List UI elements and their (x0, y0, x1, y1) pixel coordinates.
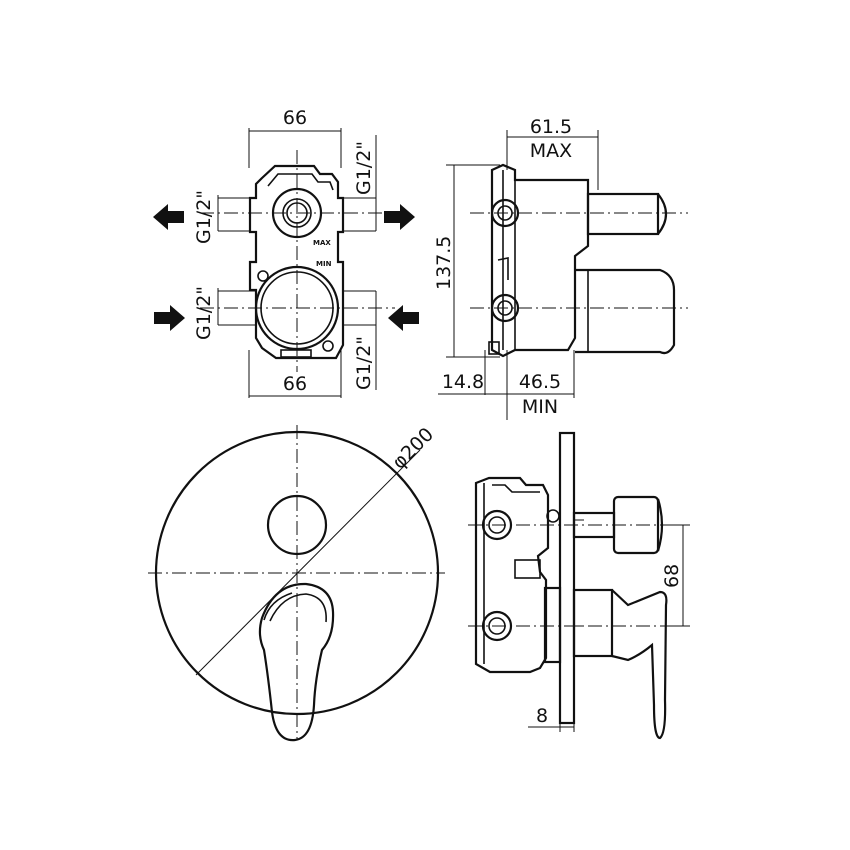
max-label: MAX (313, 239, 331, 247)
arrow-out-right-icon (384, 204, 415, 230)
arrow-out-left-icon (153, 204, 184, 230)
dim-diameter: φ200 (388, 423, 438, 473)
thread-upper-left: G1/2" (193, 190, 215, 244)
side-view-installed: 68 8 (468, 431, 690, 740)
dim-spacing: 68 (661, 564, 683, 588)
dim-max-depth: 61.5 (530, 116, 572, 138)
thread-lower-left: G1/2" (193, 286, 215, 340)
dim-plate: 8 (536, 705, 548, 727)
dim-width-top: 66 (283, 107, 307, 129)
label-max: MAX (530, 140, 572, 162)
arrow-in-right-icon (388, 305, 419, 331)
front-view-body: MAX MIN 66 66 G1/2" G1/2" G1/2" G1/2" (153, 107, 419, 398)
dim-height: 137.5 (433, 236, 455, 290)
min-label: MIN (316, 260, 332, 268)
front-view-cover: φ200 (148, 423, 445, 742)
thread-lower-right: G1/2" (353, 336, 375, 390)
side-view-body: 61.5 MAX 137.5 14.8 46.5 MIN (433, 116, 688, 420)
arrow-in-left-icon (154, 305, 185, 331)
thread-upper-right: G1/2" (353, 141, 375, 195)
dim-min-depth: 46.5 (519, 371, 561, 393)
label-min: MIN (522, 396, 558, 418)
dim-offset: 14.8 (442, 371, 484, 393)
dim-width-bottom: 66 (283, 373, 307, 395)
